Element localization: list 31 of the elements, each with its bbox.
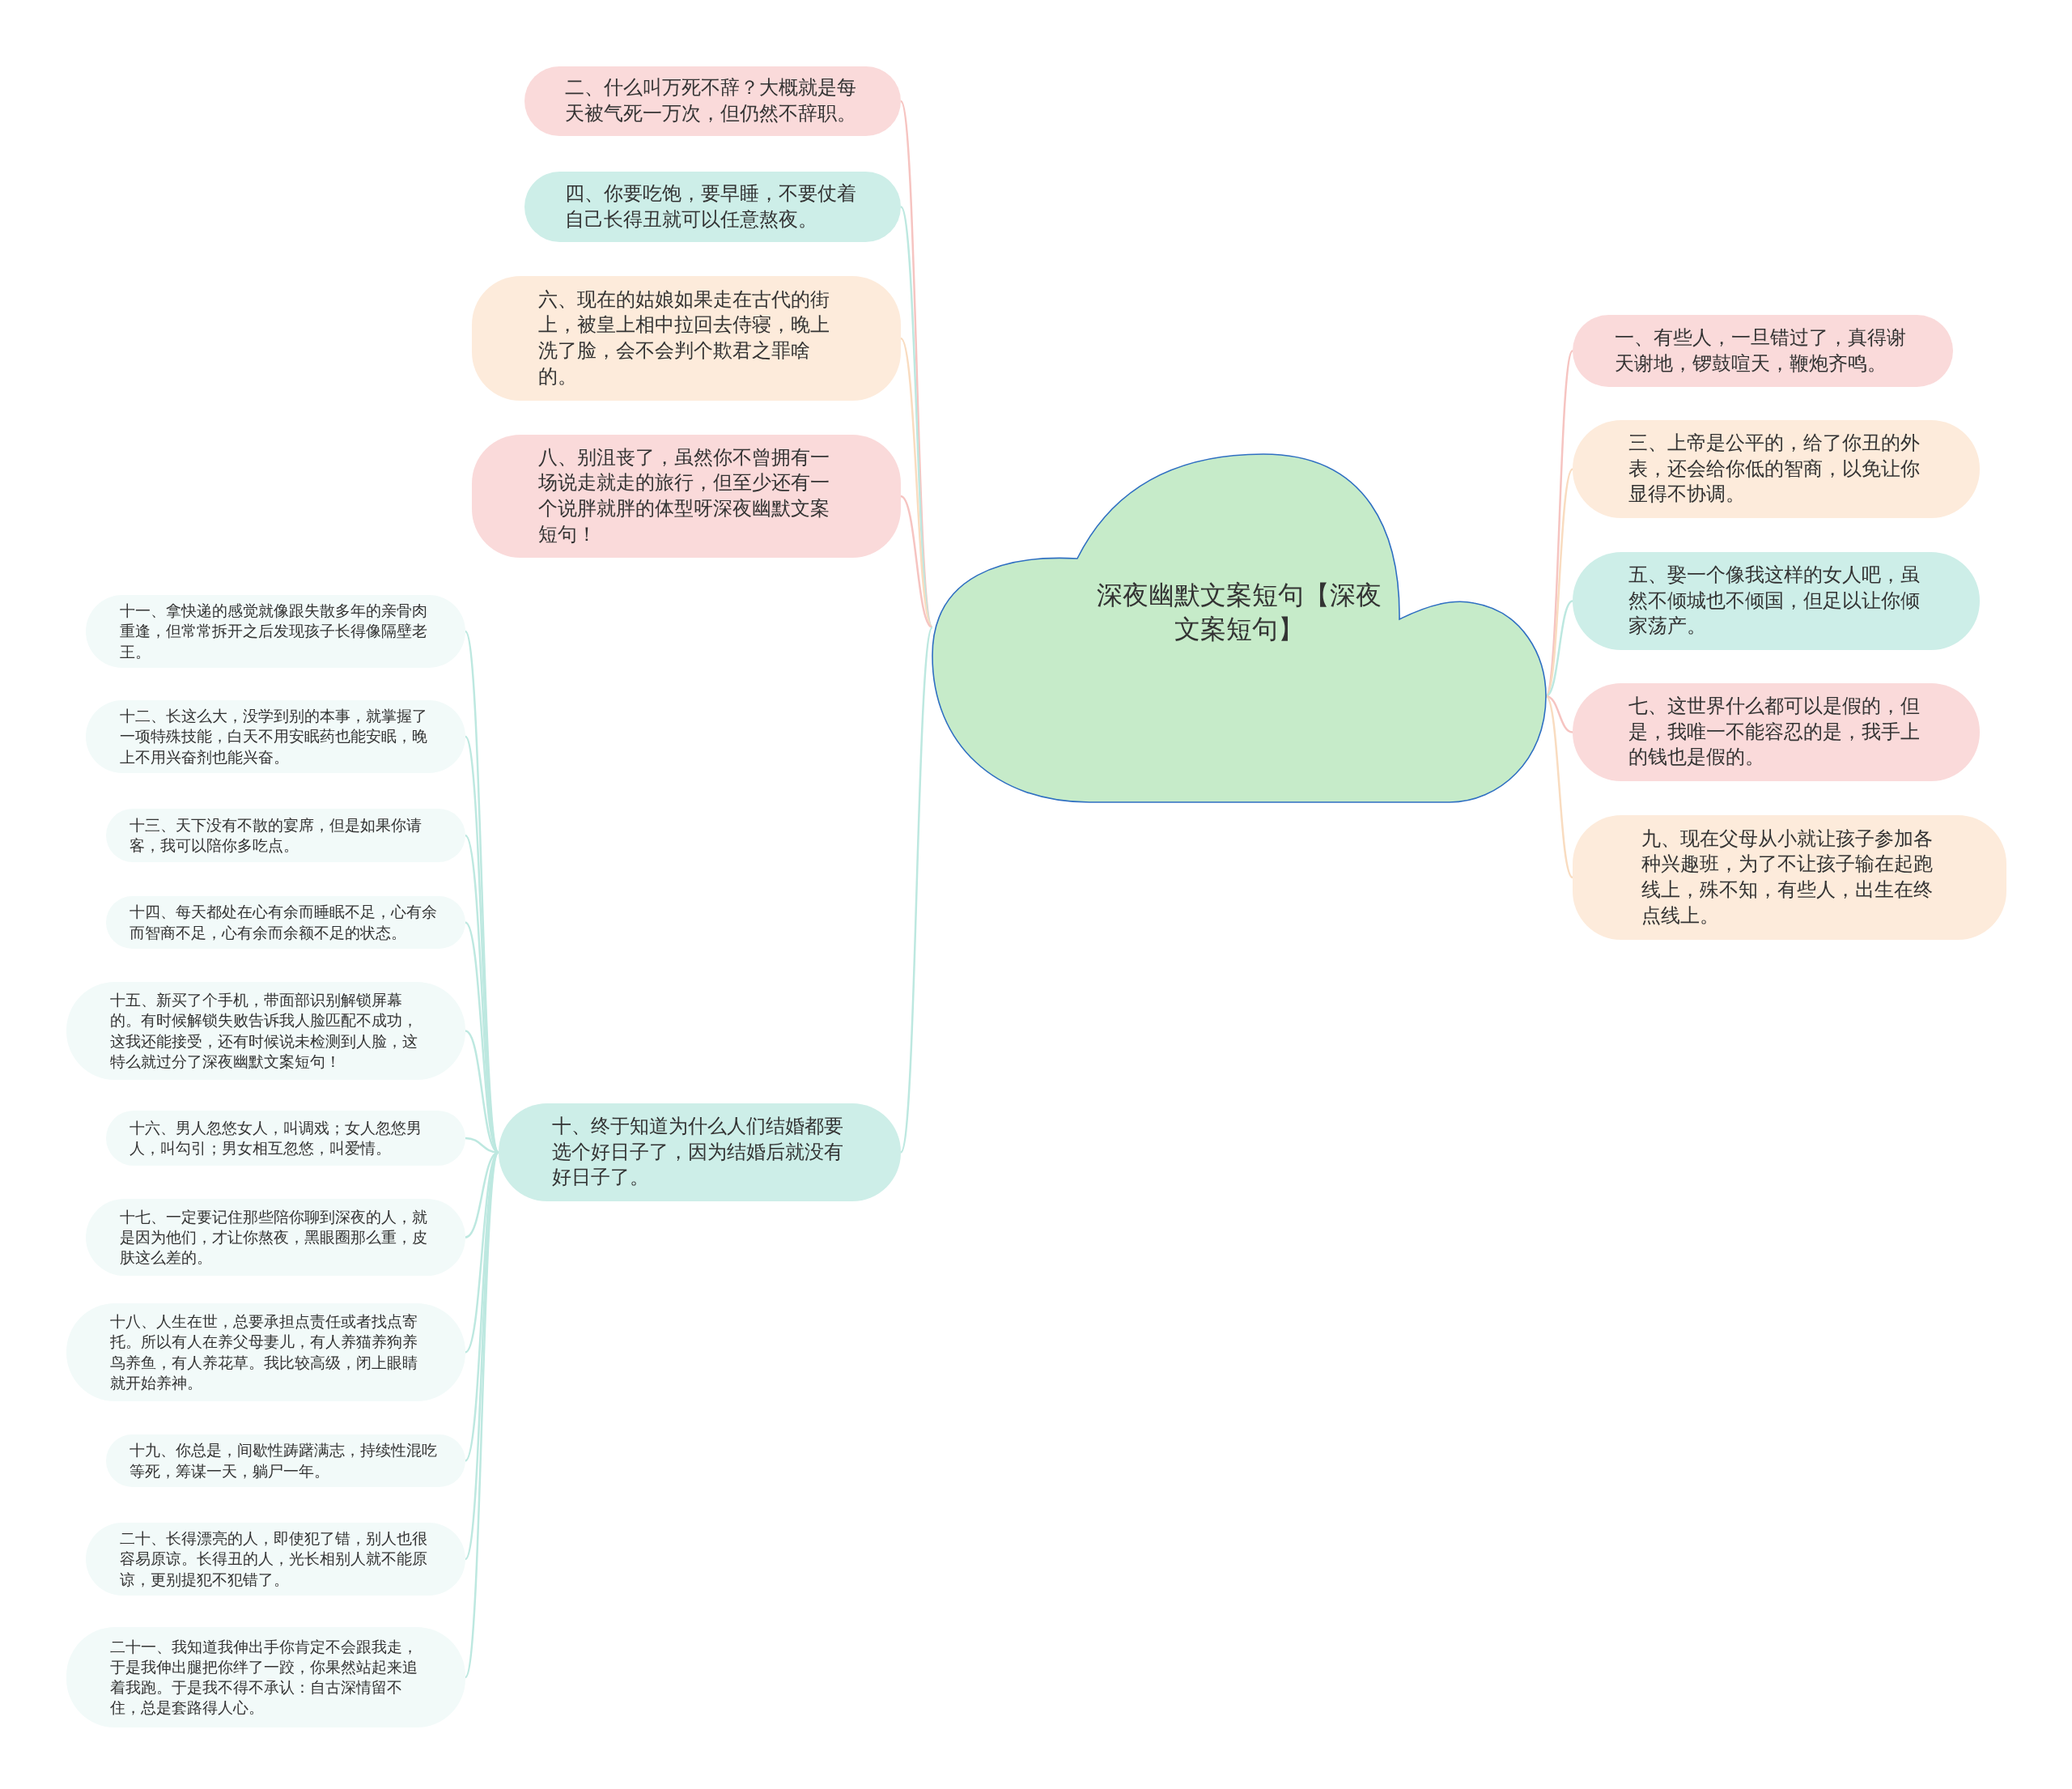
- branch-line: [1545, 695, 1573, 733]
- branch-line: [900, 495, 933, 628]
- topic-card: 四、你要吃饱，要早睡，不要仗着自己长得丑就可以任意熬夜。: [524, 172, 901, 242]
- branch-line: [464, 1152, 500, 1678]
- topic-card: 二十一、我知道我伸出手你肯定不会跟我走，于是我伸出腿把你绊了一跤，你果然站起来追着我跑。于是我不得不承认：自古深情留不住，总是套路得人心。: [66, 1627, 465, 1727]
- topic-card: 一、有些人，一旦错过了，真得谢天谢地，锣鼓喧天，鞭炮齐鸣。: [1573, 315, 1953, 387]
- topic-card: 二十、长得漂亮的人，即使犯了错，别人也很容易原谅。长得丑的人，光长相别人就不能原谅，更别提犯不犯错了。: [86, 1523, 465, 1596]
- central-topic: 深夜幽默文案短句【深夜文案短句】: [1096, 578, 1382, 646]
- topic-card: 十九、你总是，间歇性踌躇满志，持续性混吃等死，筹谋一天，躺尸一年。: [106, 1434, 465, 1487]
- topic-card: 十八、人生在世，总要承担点责任或者找点寄托。所以有人在养父母妻儿，有人养猫养狗养鸟养鱼，有人养花草。我比较高级，闭上眼睛就开始养神。: [66, 1303, 465, 1401]
- topic-card: 五、娶一个像我这样的女人吧，虽然不倾城也不倾国，但足以让你倾家荡产。: [1573, 552, 1980, 650]
- topic-card: 十二、长这么大，没学到别的本事，就掌握了一项特殊技能，白天不用安眠药也能安眠，晚上不用兴奋剂也能兴奋。: [86, 700, 465, 773]
- branch-line: [899, 338, 934, 628]
- branch-line: [899, 627, 934, 1153]
- topic-card: 十四、每天都处在心有余而睡眠不足，心有余而智商不足，心有余而余额不足的状态。: [106, 896, 465, 949]
- topic-card: 十五、新买了个手机，带面部识别解锁屏幕的。有时候解锁失败告诉我人脸匹配不成功，这我还能接受，还有时候说未检测到人脸，这特么就过分了深夜幽默文案短句！: [66, 982, 465, 1080]
- branch-line: [1545, 695, 1573, 878]
- branch-line: [1545, 600, 1573, 698]
- topic-card: 十三、天下没有不散的宴席，但是如果你请客，我可以陪你多吃点。: [106, 809, 465, 862]
- topic-card: 二、什么叫万死不辞？大概就是每天被气死一万次，但仍然不辞职。: [524, 66, 901, 136]
- topic-card: 八、别沮丧了，虽然你不曾拥有一场说走就走的旅行，但至少还有一个说胖就胖的体型呀深夜幽默文案短句！: [472, 435, 901, 558]
- topic-card: 六、现在的姑娘如果走在古代的街上，被皇上相中拉回去侍寝，晚上洗了脸，会不会判个欺君之罪啥的。: [472, 276, 901, 401]
- topic-card: 十一、拿快递的感觉就像跟失散多年的亲骨肉重逢，但常常拆开之后发现孩子长得像隔壁老王。: [86, 595, 465, 668]
- topic-card: 十、终于知道为什么人们结婚都要选个好日子了，因为结婚后就没有好日子了。: [499, 1103, 901, 1201]
- topic-card: 十七、一定要记住那些陪你聊到深夜的人，就是因为他们，才让你熬夜，黑眼圈那么重，皮肤这么差的。: [86, 1199, 465, 1276]
- topic-card: 九、现在父母从小就让孩子参加各种兴趣班，为了不让孩子输在起跑线上，殊不知，有些人，出生在终点线上。: [1573, 815, 2006, 940]
- topic-card: 三、上帝是公平的，给了你丑的外表，还会给你低的智商，以免让你显得不协调。: [1573, 420, 1980, 518]
- topic-card: 七、这世界什么都可以是假的，但是，我唯一不能容忍的是，我手上的钱也是假的。: [1573, 683, 1980, 781]
- branch-line: [899, 206, 934, 628]
- topic-card: 十六、男人忽悠女人，叫调戏；女人忽悠男人，叫勾引；男女相互忽悠，叫爱情。: [106, 1111, 465, 1166]
- branch-line: [464, 631, 500, 1153]
